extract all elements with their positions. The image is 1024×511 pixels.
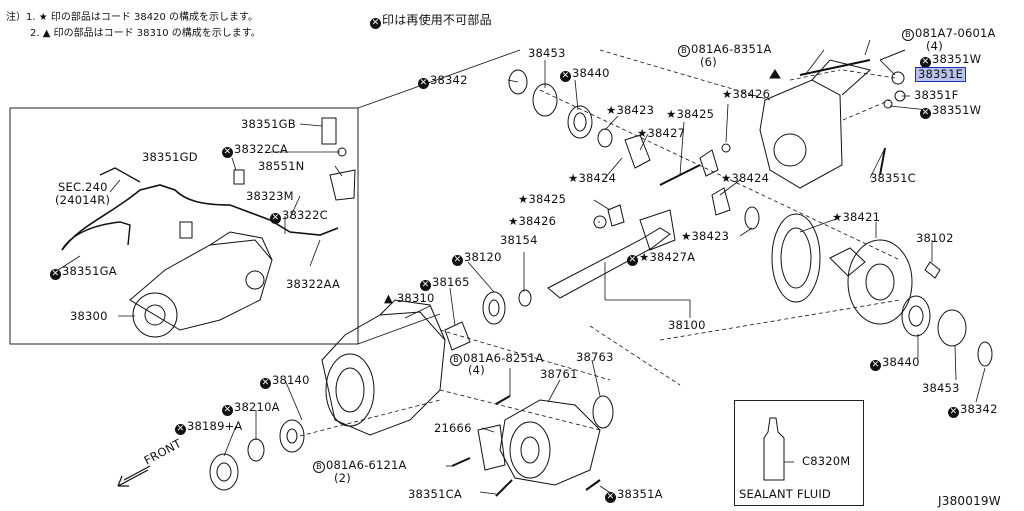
- bolt-081A6-8251A-qty: (4): [468, 363, 485, 377]
- part-21666[interactable]: 21666: [434, 421, 472, 435]
- part-38342-right[interactable]: ✕38342: [948, 402, 998, 418]
- part-38427A[interactable]: ✕★38427A: [627, 250, 696, 266]
- part-38351GD[interactable]: 38351GD: [142, 150, 198, 164]
- non-reusable-icon: ✕: [260, 378, 271, 389]
- part-38425-mid[interactable]: ★38425: [518, 192, 567, 206]
- part-38342-top[interactable]: ✕38342: [418, 73, 468, 89]
- part-38120[interactable]: ✕38120: [452, 250, 502, 266]
- non-reusable-icon: ✕: [948, 407, 959, 418]
- ring-gear: [771, 213, 821, 303]
- differential-case: [829, 239, 913, 325]
- b-mark-icon: B: [902, 29, 914, 41]
- sec-240[interactable]: SEC.240: [58, 180, 108, 194]
- non-reusable-icon: ✕: [50, 269, 61, 280]
- part-38189A[interactable]: ✕38189+A: [175, 419, 243, 435]
- sealant-box: [734, 400, 864, 506]
- note-line-2: 2. ▲ 印の部品はコード 38310 の構成を示します。: [30, 28, 261, 39]
- triangle-marker: [769, 69, 781, 79]
- part-38440-top[interactable]: ✕38440: [560, 66, 610, 82]
- sealant-part-number[interactable]: C8320M: [802, 454, 851, 468]
- non-reusable-icon: ✕: [605, 492, 616, 503]
- part-38102[interactable]: 38102: [916, 231, 954, 245]
- inset-harness: [61, 184, 339, 251]
- rear-cover-lower: [499, 399, 601, 486]
- non-reusable-icon: ✕: [420, 280, 431, 291]
- part-38322AA[interactable]: 38322AA: [286, 277, 341, 291]
- part-38351CA[interactable]: 38351CA: [408, 487, 462, 501]
- part-38424-right[interactable]: ★38424: [721, 171, 770, 185]
- part-38424-left[interactable]: ★38424: [568, 171, 617, 185]
- part-38551N[interactable]: 38551N: [258, 159, 305, 173]
- non-reusable-icon: ✕: [870, 360, 881, 371]
- sec-240-ref: (24014R): [55, 193, 111, 207]
- front-arrow-icon: [117, 465, 151, 487]
- part-38165[interactable]: ✕38165: [420, 275, 470, 291]
- bolt-081A6-8351A-qty: (6): [700, 55, 717, 69]
- part-38140[interactable]: ✕38140: [260, 373, 310, 389]
- non-reusable-icon: ✕: [418, 78, 429, 89]
- b-mark-icon: B: [450, 354, 462, 366]
- part-38425-top[interactable]: ★38425: [666, 107, 715, 121]
- non-reusable-icon: ✕: [370, 18, 381, 29]
- note-line-1: 注）1. ★ 印の部品はコード 38420 の構成を示します。: [6, 12, 259, 23]
- bolt-081A7-0601A-qty: (4): [926, 39, 943, 53]
- non-reusable-icon: ✕: [222, 147, 233, 158]
- non-reusable-icon: ✕: [920, 57, 931, 68]
- b-mark-icon: B: [313, 461, 325, 473]
- reuse-legend: ✕印は再使用不可部品: [370, 13, 492, 29]
- rear-cover-assembly: [759, 59, 872, 189]
- part-38300[interactable]: 38300: [70, 309, 108, 323]
- part-38351A[interactable]: ✕38351A: [605, 487, 663, 503]
- part-38761[interactable]: 38761: [540, 367, 578, 381]
- part-38351W-bottom[interactable]: ✕38351W: [920, 103, 982, 119]
- non-reusable-icon: ✕: [920, 108, 931, 119]
- inset-frame: [9, 107, 359, 345]
- part-38421[interactable]: ★38421: [832, 210, 881, 224]
- non-reusable-icon: ✕: [627, 255, 638, 266]
- non-reusable-icon: ✕: [560, 71, 571, 82]
- part-38427[interactable]: ★38427: [637, 126, 686, 140]
- part-38323M[interactable]: 38323M: [246, 189, 294, 203]
- sealant-caption: SEALANT FLUID: [739, 487, 831, 501]
- part-38322CA[interactable]: ✕38322CA: [222, 142, 288, 158]
- part-38210A[interactable]: ✕38210A: [222, 400, 280, 416]
- diagram-id: J380019W: [938, 494, 1001, 508]
- gear-carrier: [321, 299, 446, 436]
- part-38100[interactable]: 38100: [668, 318, 706, 332]
- part-38351GA[interactable]: ✕38351GA: [50, 264, 117, 280]
- part-38426-top[interactable]: ★38426: [722, 87, 771, 101]
- non-reusable-icon: ✕: [222, 405, 233, 416]
- part-38440-right[interactable]: ✕38440: [870, 355, 920, 371]
- part-38351C[interactable]: 38351C: [870, 171, 916, 185]
- part-38423-mid[interactable]: ★38423: [681, 229, 730, 243]
- drive-pinion: [547, 209, 676, 299]
- part-38322C[interactable]: ✕38322C: [270, 208, 328, 224]
- bolt-081A6-6121A-qty: (2): [334, 471, 351, 485]
- part-38310[interactable]: ▲ 38310: [384, 291, 435, 305]
- part-38351GB[interactable]: 38351GB: [241, 117, 296, 131]
- part-38426-mid[interactable]: ★38426: [508, 214, 557, 228]
- part-38453-right[interactable]: 38453: [922, 381, 960, 395]
- part-38453-top[interactable]: 38453: [528, 46, 566, 60]
- part-38351W-top[interactable]: ✕38351W: [920, 52, 982, 68]
- b-mark-icon: B: [678, 45, 690, 57]
- non-reusable-icon: ✕: [452, 255, 463, 266]
- part-38763[interactable]: 38763: [576, 350, 614, 364]
- part-38154[interactable]: 38154: [500, 233, 538, 247]
- part-38423-top[interactable]: ★38423: [606, 103, 655, 117]
- part-38351F[interactable]: 38351F: [914, 88, 959, 102]
- non-reusable-icon: ✕: [270, 213, 281, 224]
- sealant-bottle-icon: [763, 417, 785, 481]
- non-reusable-icon: ✕: [175, 424, 186, 435]
- inset-axle-housing: [129, 231, 273, 338]
- part-38351E-highlighted[interactable]: 38351E: [915, 67, 967, 82]
